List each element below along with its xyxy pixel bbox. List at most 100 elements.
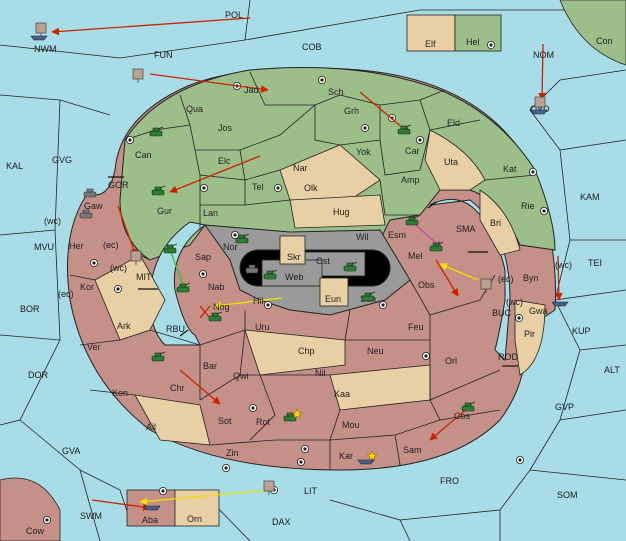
sea-label-21: ALT: [604, 365, 620, 375]
sea-label-12: BOR: [20, 304, 40, 314]
fleet-unit-0[interactable]: [30, 35, 48, 41]
sea-label-16: SWM: [80, 511, 102, 521]
supply-center-dot-23: [489, 43, 493, 47]
land-label-15: Olk: [304, 183, 318, 193]
land-label-1: Sch: [328, 87, 344, 97]
sea-labels: POLCOBFUNNWMNOMOVDConKALGVGGORMVUMITBORD…: [6, 10, 620, 527]
army-unit-9[interactable]: [361, 291, 376, 302]
sea-label-14: RBU: [166, 324, 185, 334]
supply-center-dot-5: [418, 138, 422, 142]
sea-label-10: MVU: [34, 242, 54, 252]
fleet-unit-1[interactable]: [530, 109, 548, 115]
sea-label-8: GVG: [52, 155, 72, 165]
land-label-62: Elf: [425, 39, 436, 49]
province-borders: [69, 71, 536, 470]
land-label-55: Sot: [218, 416, 232, 426]
army-unit-7[interactable]: [343, 261, 358, 272]
land-label-65: Orn: [187, 514, 202, 524]
sea-label-31: (wc): [110, 263, 127, 273]
marker-unit-3[interactable]: [130, 250, 142, 265]
sea-label-1: COB: [302, 42, 322, 52]
land-label-6: Can: [135, 150, 152, 160]
sea-label-19: FRO: [440, 476, 459, 486]
sea-label-17: LIT: [304, 486, 318, 496]
fleet-unit-4[interactable]: [357, 459, 375, 465]
marker-unit-4[interactable]: [480, 278, 492, 293]
supply-center-dot-9: [542, 209, 546, 213]
land-label-40: Nog: [213, 302, 230, 312]
inner-lake: [149, 221, 207, 346]
supply-center-dot-18: [299, 460, 303, 464]
supply-center-dot-26: [45, 518, 49, 522]
army-unit-3[interactable]: [163, 243, 178, 254]
land-label-27: Ost: [316, 256, 331, 266]
gray-army-unit-2[interactable]: [245, 264, 259, 274]
supply-center-dot-22: [224, 466, 228, 470]
elf-province: [406, 14, 456, 52]
land-label-43: Pir: [524, 329, 535, 339]
army-unit-4[interactable]: [235, 233, 250, 244]
army-unit-1[interactable]: [397, 124, 412, 135]
army-unit-2[interactable]: [151, 185, 166, 196]
gray-army-unit-1[interactable]: [79, 209, 93, 219]
supply-center-dot-20: [251, 406, 255, 410]
land-label-8: Yok: [356, 147, 371, 157]
land-label-22: Wil: [356, 232, 369, 242]
supply-center-dot-14: [266, 303, 270, 307]
fleet-unit-3[interactable]: [143, 505, 161, 511]
sea-label-6: Con: [596, 36, 613, 46]
army-unit-0[interactable]: [149, 126, 164, 137]
army-unit-12[interactable]: [151, 351, 166, 362]
marker-unit-5[interactable]: [263, 480, 275, 495]
land-label-48: Bar: [203, 361, 217, 371]
sea-label-22: KUP: [572, 326, 591, 336]
supply-center-dot-21: [303, 447, 307, 451]
land-label-46: Neu: [367, 346, 384, 356]
land-label-33: Hil: [253, 296, 264, 306]
sea-label-7: KAL: [6, 161, 23, 171]
land-label-39: Ark: [117, 321, 131, 331]
land-label-41: Uru: [255, 322, 270, 332]
land-label-47: Orl: [445, 356, 457, 366]
gray-army-unit-0[interactable]: [83, 188, 97, 198]
land-label-58: Cos: [454, 411, 471, 421]
supply-centers: [43, 41, 549, 525]
army-unit-10[interactable]: [176, 282, 191, 293]
marker-unit-1[interactable]: [132, 68, 144, 83]
land-label-5: Eld: [447, 118, 460, 128]
supply-center-dot-10: [233, 233, 237, 237]
star-marker-1: [366, 450, 378, 461]
land-label-13: Gur: [157, 206, 172, 216]
sea-label-13: DOR: [28, 370, 49, 380]
fleet-unit-2[interactable]: [551, 301, 569, 307]
sea-label-29: (wc): [44, 216, 61, 226]
land-label-36: Eun: [325, 294, 341, 304]
order-arrows: [51, 17, 563, 511]
sea-label-4: NOM: [533, 50, 554, 60]
army-unit-6[interactable]: [429, 241, 444, 252]
army-unit-11[interactable]: [208, 311, 223, 322]
sea-label-11: MIT: [136, 272, 152, 282]
land-label-32: Nab: [208, 282, 225, 292]
supply-center-dot-1: [320, 78, 324, 82]
land-label-10: Nar: [293, 163, 308, 173]
tan-provinces: [94, 129, 546, 446]
army-unit-5[interactable]: [405, 215, 420, 226]
sea-label-18: DAX: [272, 517, 291, 527]
land-label-51: Ken: [112, 388, 128, 398]
sea-label-9: GOR: [108, 180, 129, 190]
land-label-45: Chp: [298, 346, 315, 356]
land-label-56: Rot: [256, 417, 271, 427]
passage-arrow-4: [179, 329, 189, 337]
army-unit-8[interactable]: [263, 269, 278, 280]
land-label-17: Lan: [203, 208, 218, 218]
land-label-28: Mel: [408, 251, 423, 261]
army-unit-14[interactable]: [461, 401, 476, 412]
land-label-2: Qua: [186, 104, 203, 114]
supply-center-dot-2: [128, 138, 132, 142]
land-label-31: Kor: [80, 282, 94, 292]
sea-label-20: SOM: [557, 490, 578, 500]
land-label-24: Her: [69, 241, 84, 251]
sea-label-25: BUC: [492, 308, 512, 318]
